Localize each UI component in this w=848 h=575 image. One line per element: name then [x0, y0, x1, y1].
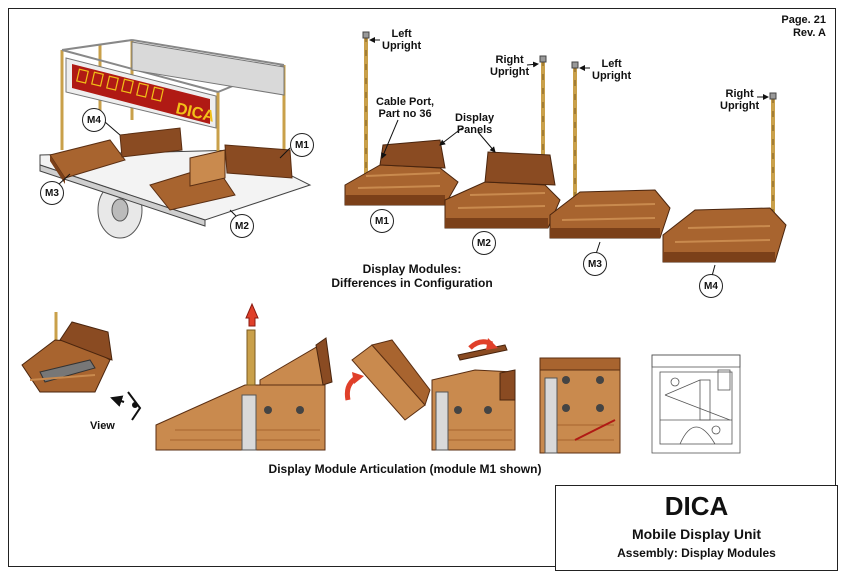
articulation-step-3: [431, 338, 516, 451]
lift-arrow: [245, 302, 259, 327]
module-m3-illustration: [549, 61, 671, 239]
right-upright-label-2: Right Upright: [720, 88, 760, 112]
right-upright-label-1: Right Upright: [490, 54, 530, 78]
page-number: Page. 21: [781, 14, 826, 26]
articulation-step-1: [155, 302, 333, 451]
title-block-subtitle: Mobile Display Unit: [631, 526, 762, 542]
module-callouts: [369, 37, 769, 277]
module-m1-illustration: [344, 31, 459, 206]
left-upright-label-2: Left Upright: [592, 58, 632, 82]
modules-caption: Display Modules: Differences in Configur…: [331, 262, 493, 290]
cart-label-m2: M2: [230, 214, 254, 238]
view-eye-symbol: [110, 391, 142, 421]
cart-label-m4: M4: [82, 108, 106, 132]
cart-label-m3: M3: [40, 181, 64, 205]
title-block-title: DICA: [664, 491, 729, 521]
cable-port-label: Cable Port, Part no 36: [376, 96, 435, 120]
m1-display-panel: [379, 139, 446, 169]
title-block-section: Assembly: Display Modules: [617, 546, 776, 560]
module-m2-illustration: [444, 55, 561, 229]
sheet-border: [8, 8, 836, 567]
articulation-step-4: [539, 357, 621, 454]
articulation-step-5-wireframe: [651, 354, 741, 454]
module-label-m2: M2: [472, 231, 496, 255]
m2-display-panel: [484, 151, 556, 186]
revision: Rev. A: [792, 27, 826, 39]
module-label-m1: M1: [370, 209, 394, 233]
articulation-step-2: [344, 339, 431, 421]
cart-label-m1: M1: [290, 133, 314, 157]
articulation-caption: Display Module Articulation (module M1 s…: [268, 462, 542, 476]
module-m4-illustration: [662, 92, 787, 263]
title-block: DICA Mobile Display Unit Assembly: Displ…: [555, 485, 838, 571]
page-header: Page. 21 Rev. A: [781, 14, 826, 40]
left-upright-label-1: Left Upright: [382, 28, 422, 52]
module-label-m4: M4: [699, 274, 723, 298]
module-label-m3: M3: [583, 252, 607, 276]
view-label: View: [90, 420, 115, 432]
display-panels-label: Display Panels: [455, 112, 495, 136]
articulation-view-module: [21, 312, 113, 393]
cart-illustration: DICA: [39, 39, 312, 239]
